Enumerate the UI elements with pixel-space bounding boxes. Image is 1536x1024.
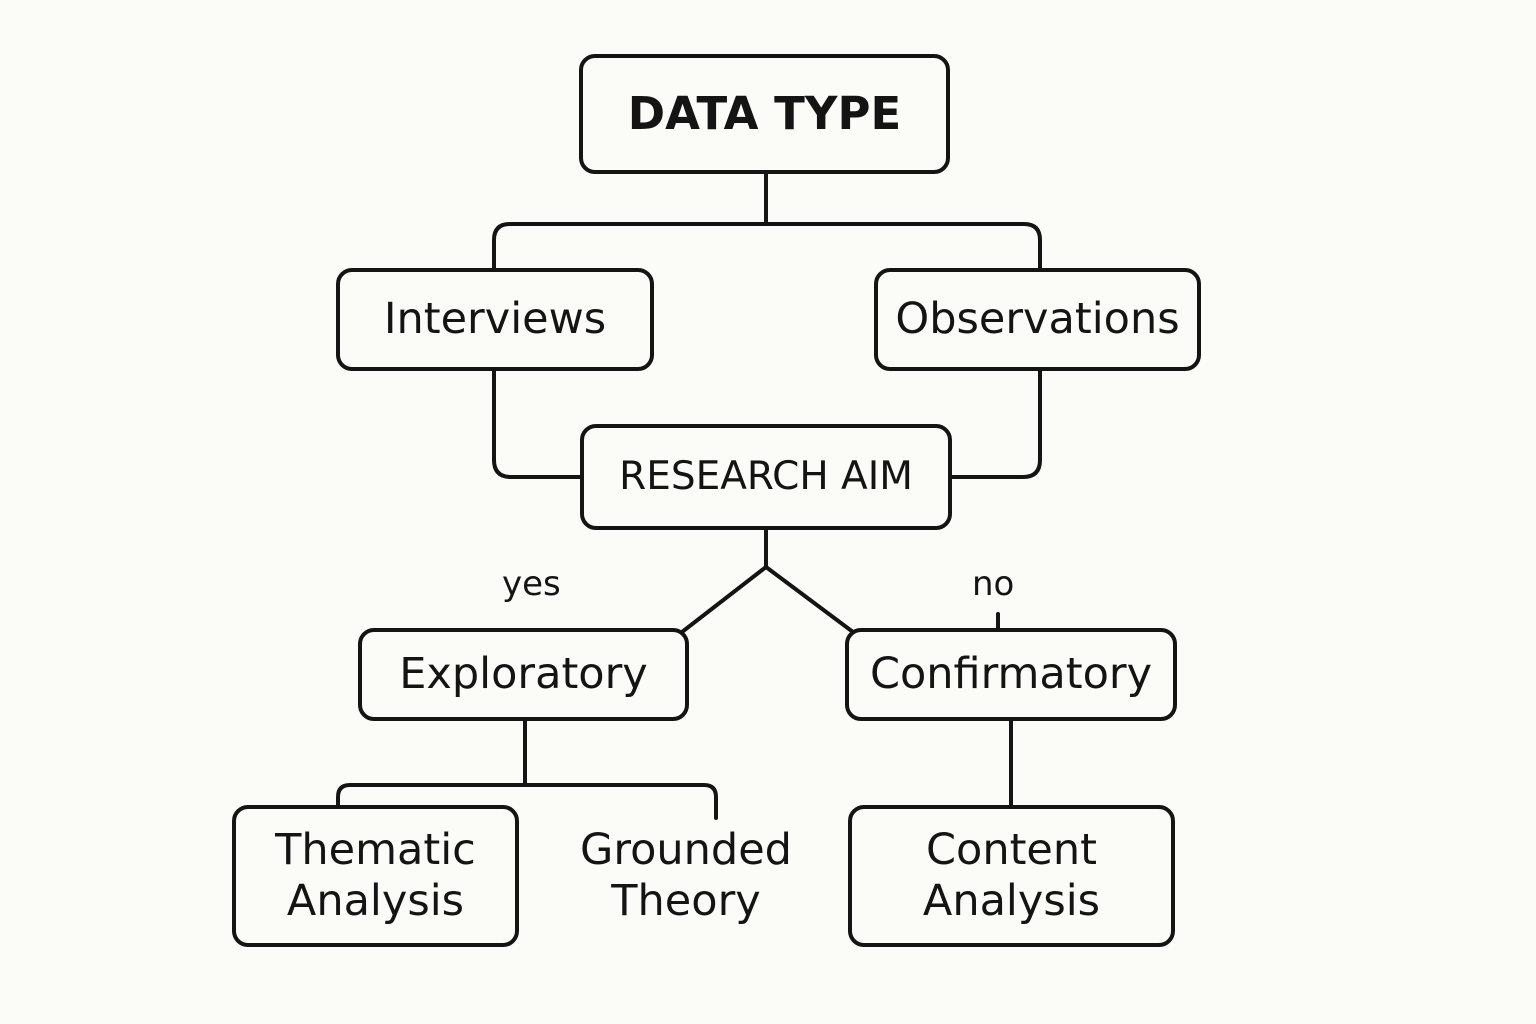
connector-interviews-aim: [492, 369, 582, 479]
data-type-node: DATA TYPE: [579, 54, 950, 174]
connector-aim-yes: [680, 565, 768, 634]
connector-aim-no: [764, 565, 855, 634]
exploratory-label: Exploratory: [399, 649, 648, 700]
connector-root-branch: [492, 222, 1042, 270]
connector-exploratory-branch: [336, 783, 718, 820]
data-type-label: DATA TYPE: [627, 87, 902, 141]
grounded-theory-label: Grounded Theory: [580, 825, 792, 926]
thematic-analysis-node: Thematic Analysis: [232, 805, 519, 947]
grounded-theory-node: Grounded Theory: [554, 812, 818, 940]
content-analysis-node: Content Analysis: [848, 805, 1175, 947]
observations-label: Observations: [895, 294, 1180, 345]
no-edge-label: no: [972, 564, 1015, 604]
observations-node: Observations: [874, 268, 1201, 371]
thematic-analysis-label: Thematic Analysis: [275, 825, 476, 926]
yes-edge-label: yes: [502, 564, 561, 604]
connector-observations-aim: [950, 369, 1042, 479]
research-aim-label: RESEARCH AIM: [619, 453, 913, 499]
interviews-label: Interviews: [383, 294, 607, 345]
confirmatory-label: Confirmatory: [869, 649, 1153, 700]
confirmatory-node: Confirmatory: [845, 628, 1177, 721]
interviews-node: Interviews: [336, 268, 654, 371]
content-analysis-label: Content Analysis: [922, 825, 1101, 926]
research-aim-node: RESEARCH AIM: [580, 424, 952, 530]
exploratory-node: Exploratory: [358, 628, 689, 721]
